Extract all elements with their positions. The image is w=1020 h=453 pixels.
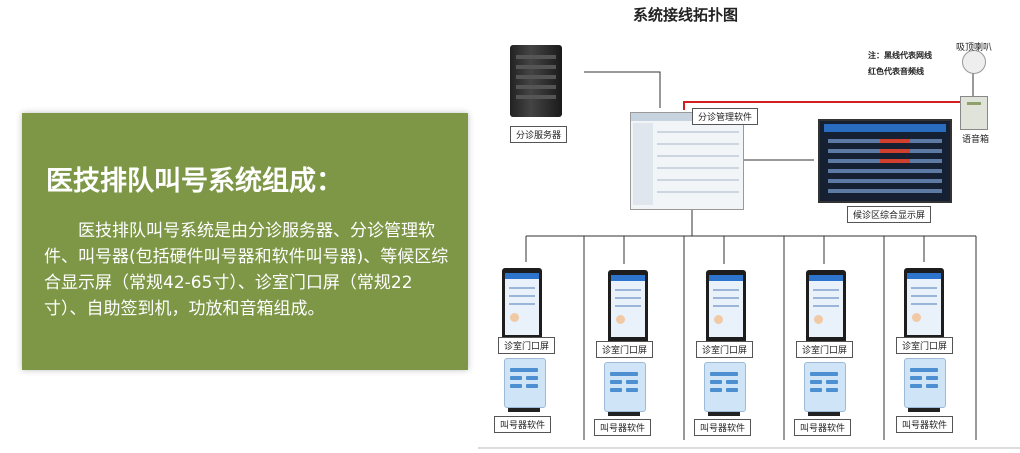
door-screen-label: 诊室门口屏 [696,341,754,358]
caller-label: 叫号器软件 [594,419,652,436]
door-screen-label: 诊室门口屏 [896,337,954,354]
caller-terminal-icon [902,358,946,416]
amp-label: 语音箱 [962,135,990,145]
network-line [584,71,661,108]
door-screen-icon [706,270,746,344]
caller-terminal-icon [802,362,846,420]
panel-title: 医技排队叫号系统组成： [46,166,343,197]
topology-diagram: 系统接线拓扑图 注：黑线代表网线 红色代表音频线 分诊服务器 分诊管理软件 候诊… [478,0,1020,453]
caller-terminal-icon [702,362,746,420]
server-icon [510,45,562,117]
caller-label: 叫号器软件 [896,416,954,433]
door-screen-label: 诊室门口屏 [498,337,556,354]
caller-label: 叫号器软件 [694,419,752,436]
description-panel: 医技排队叫号系统组成： 医技排队叫号系统是由分诊服务器、分诊管理软件、叫号器(包… [22,113,468,370]
door-screen-icon [904,268,944,342]
speaker-label: 吸顶喇叭 [956,43,993,53]
legend-note: 注：黑线代表网线 红色代表音频线 [868,48,932,80]
software-screenshot-icon [630,112,744,210]
caller-label: 叫号器软件 [494,416,552,433]
note-audio: 红色代表音频线 [868,67,924,76]
caller-terminal-icon [502,358,546,416]
diagram-title: 系统接线拓扑图 [633,6,739,24]
door-screen-label: 诊室门口屏 [796,341,854,358]
software-label: 分诊管理软件 [692,108,759,125]
note-network: 注：黑线代表网线 [868,51,932,60]
caller-terminal-icon [602,362,646,420]
server-label: 分诊服务器 [510,126,568,143]
door-screen-icon [502,268,542,342]
door-screen-icon [806,270,846,344]
waiting-display-icon [818,119,952,203]
caller-label: 叫号器软件 [794,419,852,436]
connection-lines [478,71,1020,449]
door-screen-label: 诊室门口屏 [596,341,654,358]
panel-body: 医技排队叫号系统是由分诊服务器、分诊管理软件、叫号器(包括硬件叫号器和软件叫号器… [44,221,449,319]
amplifier-icon [960,96,988,130]
ceiling-speaker-icon [962,50,986,74]
door-screen-icon [608,270,648,344]
display-label: 候诊区综合显示屏 [847,206,932,223]
